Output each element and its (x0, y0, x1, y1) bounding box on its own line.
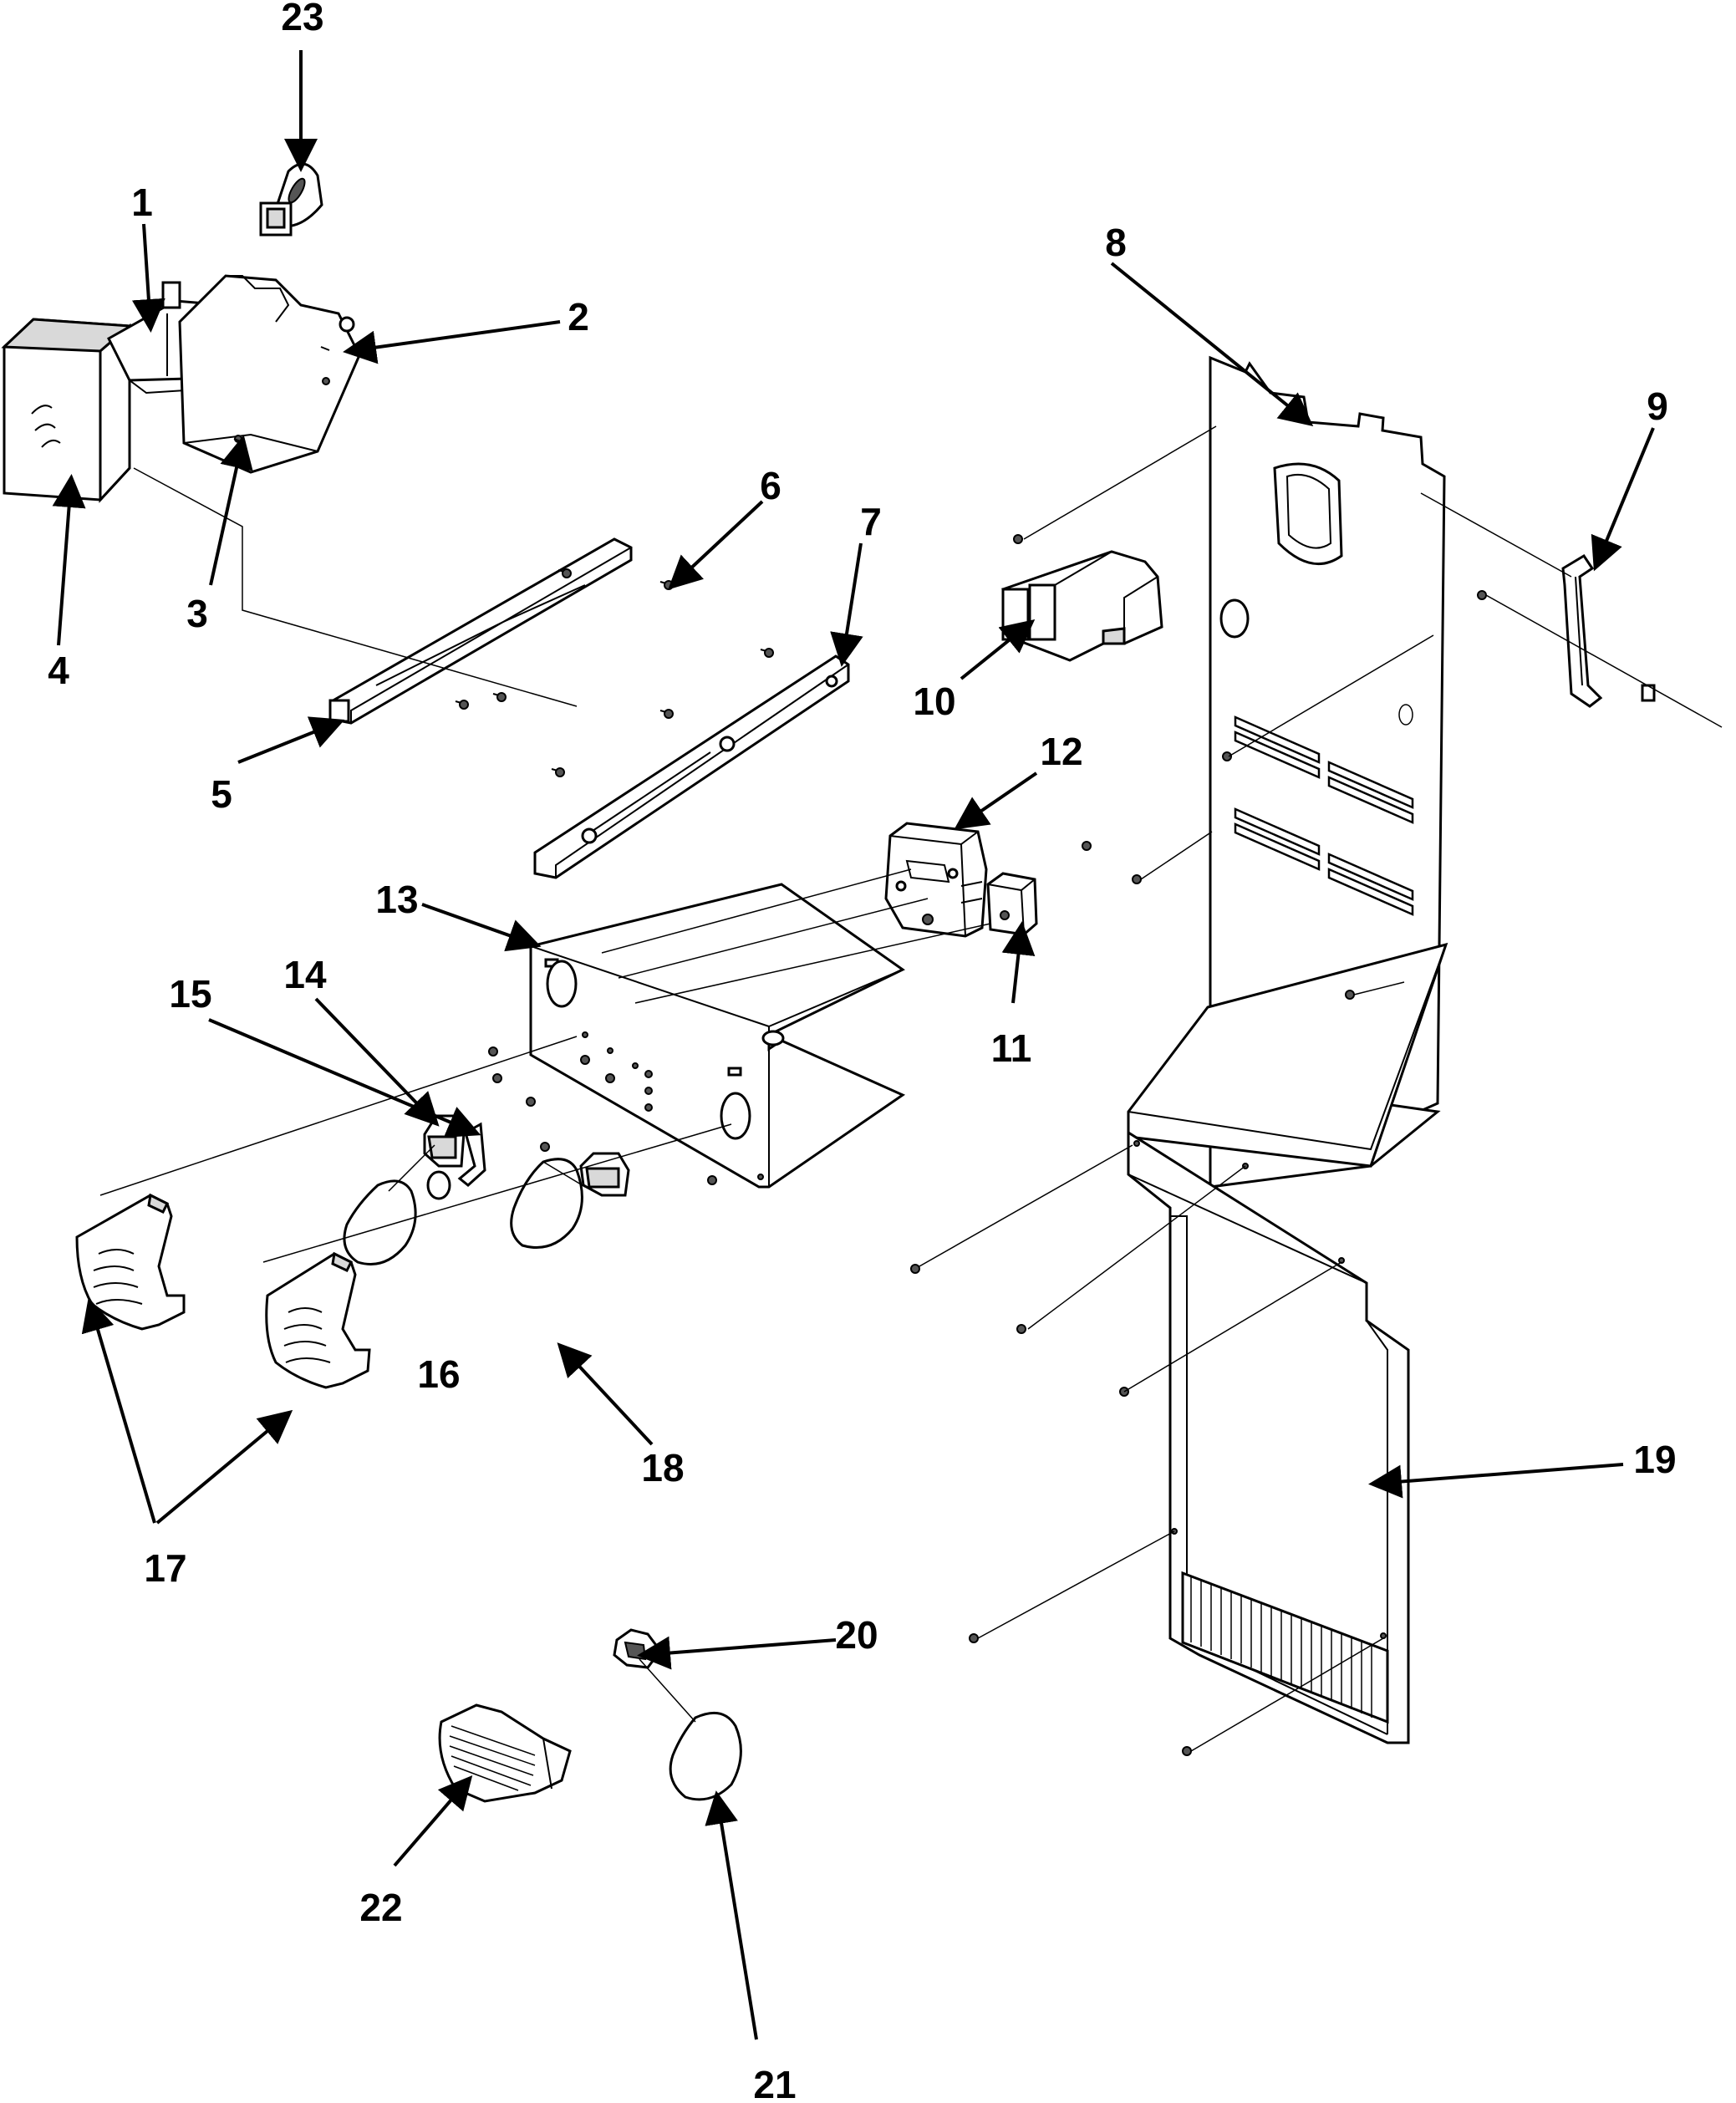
callout-23: 23 (281, 0, 323, 38)
callout-11: 11 (991, 1026, 1032, 1070)
bulb-upper-left (343, 1179, 417, 1265)
arrow-11 (1001, 921, 1036, 1004)
part-4-ice-maker-front-cover (1, 318, 133, 503)
arrow-4 (52, 474, 86, 646)
callout-10: 10 (913, 680, 955, 723)
arrow-22 (393, 1775, 473, 1867)
screws (233, 346, 1487, 1756)
part-13-control-housing (529, 883, 906, 1189)
callout-3: 3 (186, 592, 208, 635)
callout-5: 5 (211, 772, 232, 816)
arrow-3 (209, 435, 253, 586)
part-16-grommet (426, 1170, 451, 1200)
arrow-2 (343, 320, 561, 364)
lower-panel-grille (1181, 1571, 1389, 1724)
arrow-21 (705, 1790, 758, 2040)
callout-20: 20 (835, 1613, 878, 1657)
part-10-air-duct (1001, 550, 1163, 662)
callout-8: 8 (1105, 221, 1127, 264)
arrow-20 (637, 1636, 837, 1670)
arrow-18 (557, 1342, 654, 1446)
callout-14: 14 (283, 953, 327, 996)
part-2-ice-maker-mold-housing (178, 274, 361, 474)
callout-2: 2 (568, 295, 589, 339)
arrow-10 (960, 619, 1036, 680)
part-11-switch (986, 872, 1038, 936)
callout-18: 18 (641, 1446, 684, 1489)
arrow-5 (237, 716, 345, 764)
arrow-7 (830, 542, 863, 667)
callout-7: 7 (860, 500, 882, 543)
part-21-bulb (669, 1711, 742, 1801)
rear-panel-vents (1234, 715, 1414, 916)
arrow-14 (314, 997, 440, 1127)
arrow-8 (1110, 262, 1314, 427)
alignment-lines (99, 425, 1723, 1752)
callout-arrows (52, 50, 1655, 2040)
callout-4: 4 (48, 649, 69, 692)
arrow-15 (208, 1018, 481, 1138)
arrow-17a (81, 1297, 156, 1524)
callout-13: 13 (375, 878, 418, 921)
callout-17: 17 (144, 1546, 186, 1590)
part-9-bracket (1561, 553, 1656, 708)
arrow-1 (131, 223, 165, 333)
part-5-left-rail (328, 537, 633, 725)
part-18-lamp-socket (579, 1152, 630, 1197)
arrow-17b (155, 1409, 293, 1525)
part-14-lamp-socket (423, 1114, 466, 1168)
arrow-19 (1368, 1463, 1624, 1499)
arrow-6 (668, 500, 764, 590)
part-20-lamp-socket (613, 1628, 662, 1669)
callout-22: 22 (359, 1886, 402, 1929)
callout-9: 9 (1647, 384, 1668, 428)
part-8-rear-panel (1127, 355, 1448, 1189)
callout-1: 1 (131, 181, 153, 224)
part-23-actuator (259, 162, 323, 237)
callout-21: 21 (753, 2063, 796, 2103)
callout-16: 16 (417, 1352, 460, 1396)
part-18-bulb (510, 1158, 583, 1249)
arrow-12 (954, 771, 1038, 830)
callout-6: 6 (760, 464, 781, 507)
arrow-13 (421, 903, 542, 952)
arrow-9 (1591, 427, 1655, 572)
part-17-light-cover-b (265, 1251, 371, 1389)
callout-12: 12 (1040, 730, 1082, 773)
part-19-lower-panel (1127, 1130, 1410, 1744)
part-7-right-rail (533, 654, 850, 879)
callout-labels: 23 1 2 3 4 5 6 7 8 9 10 11 12 13 14 15 1… (48, 0, 1676, 2103)
part-12-defrost-timer (884, 822, 988, 938)
part-22-light-cover (438, 1703, 572, 1803)
callout-19: 19 (1633, 1438, 1676, 1481)
callout-15: 15 (169, 972, 211, 1016)
